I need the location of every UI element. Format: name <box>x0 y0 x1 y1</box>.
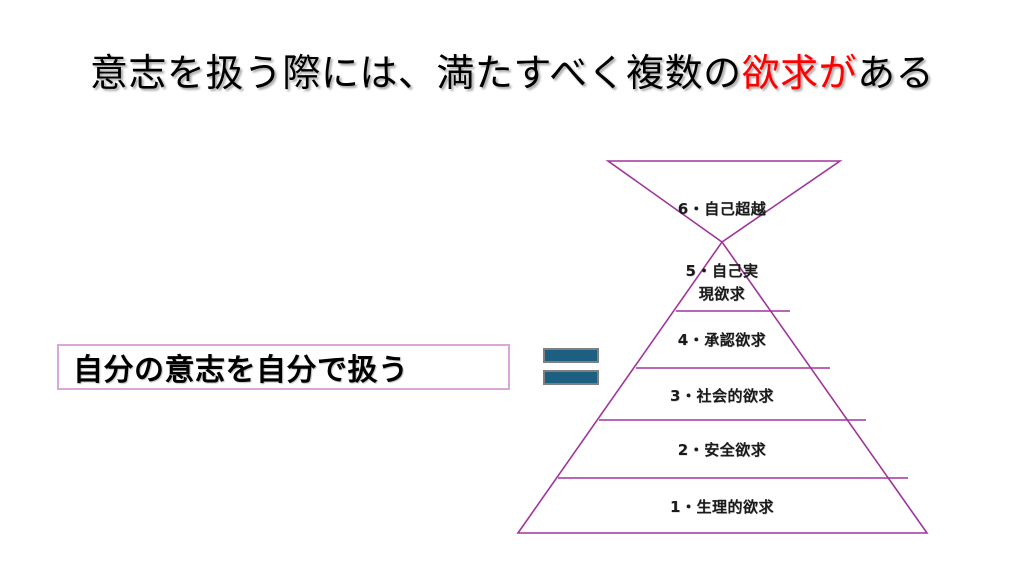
pyramid-svg <box>516 160 929 534</box>
pyramid-body-shape <box>516 240 929 534</box>
pyramid-tier-1-label: 1・生理的欲求 <box>670 498 774 516</box>
pyramid-tier-5-label: 5・自己実 現欲求 <box>647 260 797 307</box>
title-text-plain-1: 意志を扱う際には、満たすべく複数の <box>89 51 742 95</box>
pyramid-tier-5-label-line-2: 現欲求 <box>698 285 746 304</box>
page-title: 意志を扱う際には、満たすべく複数の欲求がある <box>0 50 1024 98</box>
pyramid-tier-5-label-line-1: 5・自己実 <box>685 262 759 280</box>
equals-sign <box>543 348 599 388</box>
title-text-highlight: 欲求が <box>741 51 858 95</box>
pyramid-tier-6-shape <box>605 160 843 243</box>
pyramid-tier-3-label: 3・社会的欲求 <box>670 387 774 405</box>
title-text-plain-2: ある <box>857 51 935 95</box>
pyramid-tier-6-label: 6・自己超越 <box>677 200 767 218</box>
equals-sign-bar-top <box>543 348 599 363</box>
needs-pyramid-diagram: 6・自己超越 5・自己実 現欲求 4・承認欲求 3・社会的欲求 2・安全欲求 1… <box>500 150 950 550</box>
pyramid-tier-4-label: 4・承認欲求 <box>677 331 767 349</box>
equals-sign-bar-bottom <box>543 370 599 385</box>
statement-box: 自分の意志を自分で扱う <box>57 344 510 390</box>
pyramid-tier-2-label: 2・安全欲求 <box>677 441 767 459</box>
statement-text: 自分の意志を自分で扱う <box>73 353 409 388</box>
